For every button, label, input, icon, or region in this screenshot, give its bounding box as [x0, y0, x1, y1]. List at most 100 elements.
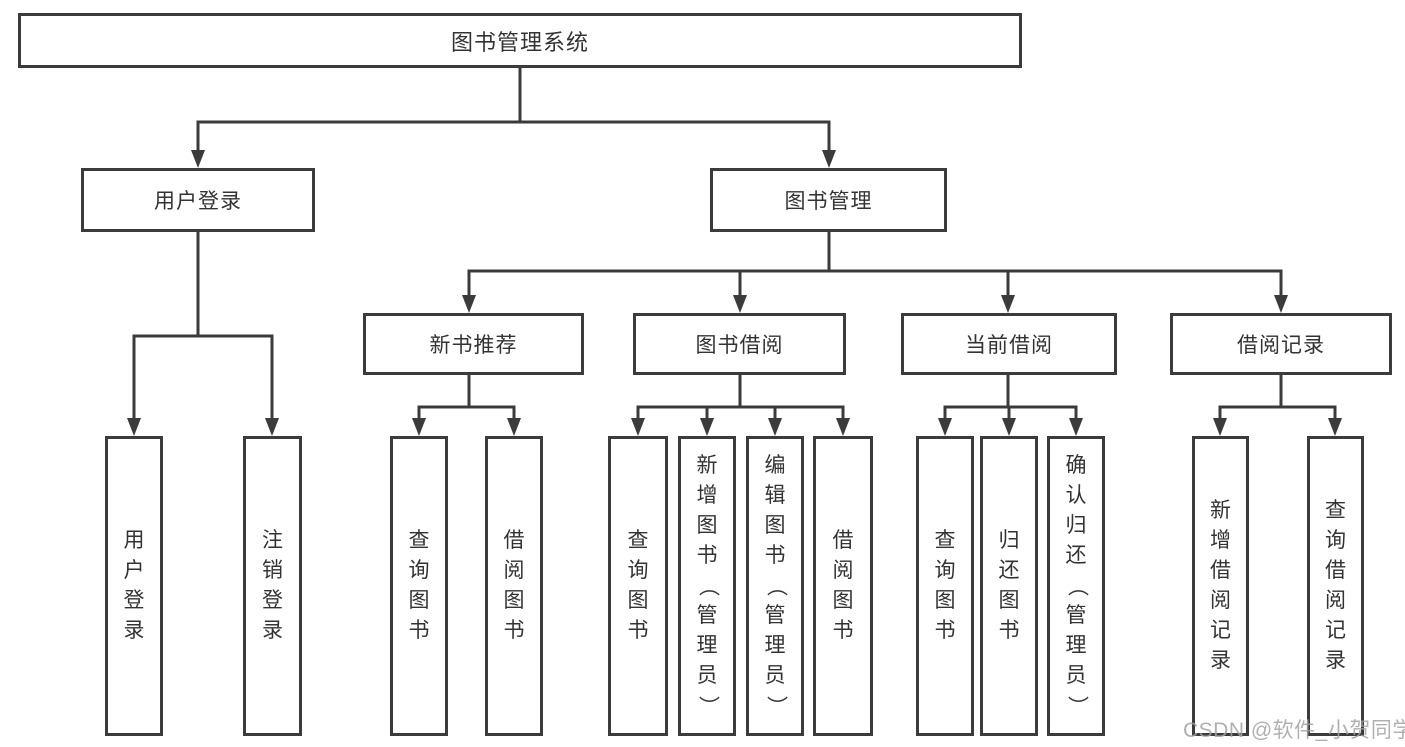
leaf-return-books: 归还图书	[980, 436, 1038, 736]
node-label: 用户登录	[154, 190, 242, 213]
arrowhead-down-icon	[733, 295, 747, 313]
node-library-management-system: 图书管理系统	[18, 13, 1022, 68]
arrowhead-down-icon	[127, 418, 141, 436]
node-label-char: 管	[696, 604, 718, 627]
node-label-char: 归	[998, 529, 1020, 552]
node-label-char: 记	[1325, 619, 1346, 642]
node-label-char: 询	[1325, 529, 1346, 552]
node-label-char: 图	[934, 589, 956, 612]
arrowhead-down-icon	[191, 150, 205, 168]
leaf-query-books-recommend: 查询图书	[390, 436, 448, 736]
leaf-borrow-books-recommend: 借阅图书	[485, 436, 543, 736]
node-label-char: 书	[934, 619, 956, 642]
node-label-char: 书	[998, 619, 1020, 642]
arrowhead-down-icon	[1001, 295, 1015, 313]
node-label-char: 查	[408, 529, 430, 552]
node-label-char: 增	[696, 484, 718, 507]
node-label-char: 图	[764, 514, 786, 537]
leaf-query-borrowing-record: 查询借阅记录	[1307, 436, 1364, 736]
node-label-char: 图	[408, 589, 430, 612]
node-borrowing-records: 借阅记录	[1170, 313, 1392, 375]
node-label: 图书管理系统	[450, 29, 589, 55]
arrowhead-down-icon	[265, 418, 279, 436]
node-current-borrowing: 当前借阅	[901, 313, 1117, 375]
node-label-char: 阅	[1325, 589, 1346, 612]
node-label-char: 阅	[832, 559, 854, 582]
arrowhead-down-icon	[1213, 418, 1227, 436]
node-book-borrowing: 图书借阅	[633, 313, 846, 375]
node-label-char: 录	[1325, 649, 1346, 672]
node-label: 图书管理	[784, 190, 873, 213]
node-label-char: 辑	[764, 484, 786, 507]
node-label-char: 新	[1210, 499, 1231, 522]
arrowhead-down-icon	[412, 418, 426, 436]
arrowhead-down-icon	[1328, 418, 1342, 436]
node-label-char: 录	[1210, 649, 1231, 672]
node-label-char: 认	[1065, 484, 1087, 507]
leaf-confirm-return-admin: 确认归还（管理员）	[1047, 436, 1105, 736]
node-label-char: 借	[832, 529, 854, 552]
node-label-char: 销	[262, 559, 283, 582]
node-label-char: ）	[696, 695, 719, 717]
node-label-char: 理	[696, 634, 718, 657]
leaf-borrow-books-borrowing: 借阅图书	[813, 436, 873, 736]
node-label-char: ）	[764, 695, 787, 717]
node-label-char: 借	[503, 529, 525, 552]
node-label-char: 阅	[1210, 589, 1231, 612]
leaf-user-login: 用户登录	[105, 436, 163, 736]
node-label-char: 询	[627, 559, 649, 582]
node-label-char: 询	[934, 559, 956, 582]
node-label-char: 书	[764, 544, 786, 567]
node-label: 图书借阅	[695, 334, 784, 357]
node-label-char: ）	[1065, 695, 1088, 717]
arrowhead-down-icon	[822, 150, 836, 168]
arrowhead-down-icon	[768, 418, 782, 436]
arrowhead-down-icon	[462, 295, 476, 313]
node-label-char: 询	[408, 559, 430, 582]
node-label-char: 理	[764, 634, 786, 657]
node-label-char: （	[764, 575, 787, 597]
leaf-add-borrowing-record: 新增借阅记录	[1192, 436, 1249, 736]
arrowhead-down-icon	[1069, 418, 1083, 436]
node-label-char: 书	[696, 544, 718, 567]
node-label-char: 归	[1065, 514, 1087, 537]
node-label-char: 管	[764, 604, 786, 627]
node-label-char: 注	[262, 529, 283, 552]
leaf-query-books-borrowing: 查询图书	[608, 436, 668, 736]
node-label-char: 借	[1325, 559, 1346, 582]
node-label-char: 确	[1065, 454, 1087, 477]
node-label-char: 书	[832, 619, 854, 642]
arrowhead-down-icon	[1274, 295, 1288, 313]
node-label-char: 借	[1210, 559, 1231, 582]
node-label-char: 图	[998, 589, 1020, 612]
node-label: 新书推荐	[429, 334, 518, 357]
arrowhead-down-icon	[507, 418, 521, 436]
node-label-char: （	[1065, 575, 1088, 597]
node-label-char: 新	[696, 454, 718, 477]
node-label-char: 查	[934, 529, 956, 552]
node-new-book-recommendation: 新书推荐	[363, 313, 584, 375]
arrowhead-down-icon	[836, 418, 850, 436]
node-label-char: 阅	[503, 559, 525, 582]
node-label-char: 书	[408, 619, 430, 642]
node-label-char: 登	[123, 589, 145, 612]
node-label-char: 查	[1325, 499, 1346, 522]
node-label-char: 还	[998, 559, 1020, 582]
node-label-char: 图	[503, 589, 525, 612]
leaf-query-books-current: 查询图书	[916, 436, 974, 736]
arrowhead-down-icon	[938, 418, 952, 436]
arrowhead-down-icon	[631, 418, 645, 436]
node-label-char: 图	[832, 589, 854, 612]
node-label-char: 还	[1065, 544, 1087, 567]
node-label-char: 编	[764, 454, 786, 477]
node-label-char: 员	[764, 664, 786, 687]
node-label-char: （	[696, 575, 719, 597]
node-label-char: 理	[1065, 634, 1087, 657]
node-label-char: 户	[123, 559, 145, 582]
leaf-logout: 注销登录	[243, 436, 302, 736]
node-label-char: 图	[627, 589, 649, 612]
node-label-char: 增	[1210, 529, 1231, 552]
node-label-char: 记	[1210, 619, 1231, 642]
node-label-char: 管	[1065, 604, 1087, 627]
